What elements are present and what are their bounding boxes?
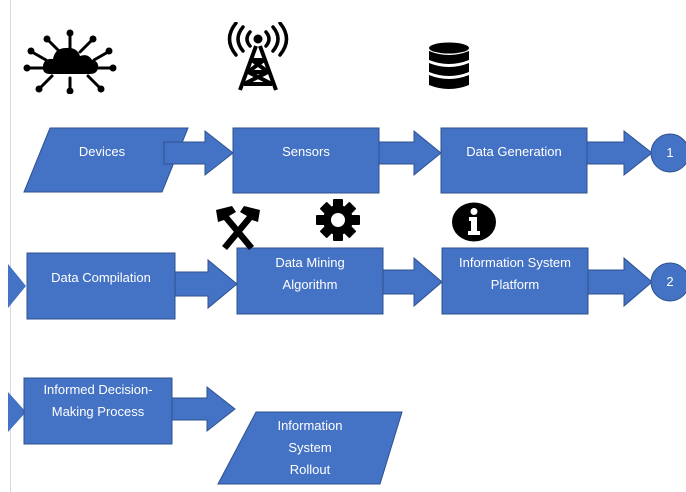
connector-2: 2 [651, 263, 686, 301]
info-platform-label: Information System Platform [459, 255, 571, 292]
arrow-informed-decision-to-rollout [171, 385, 236, 433]
devices-shape [23, 127, 189, 193]
sensors-box: Sensors [233, 128, 379, 176]
radio-tower-icon [227, 22, 289, 91]
devices-box: Devices [40, 128, 164, 176]
info-rollout-label: Information System Rollout [277, 418, 343, 477]
cloud-network-icon [23, 29, 117, 94]
data-mining-box: Data Mining Algorithm [249, 248, 371, 300]
data-compilation-shape [26, 252, 176, 320]
left-border-line [10, 0, 11, 492]
data-generation-label: Data Generation [466, 144, 562, 159]
hammers-icon [216, 206, 260, 250]
connector-1-label: 1 [666, 145, 674, 160]
data-mining-shape [236, 247, 384, 315]
connector-1: 1 [651, 134, 686, 172]
info-rollout-shape [217, 411, 403, 485]
informed-decision-box: Informed Decision-Making Process [30, 377, 166, 425]
info-icon [452, 202, 496, 242]
arrow-data-mining-to-info-platform [382, 256, 443, 308]
connector-2-label: 2 [666, 274, 674, 289]
connector-2-shape [650, 262, 686, 302]
informed-decision-shape [23, 377, 173, 445]
left-edge-arrow-row3 [8, 392, 26, 432]
gear-icon [316, 199, 360, 241]
data-mining-label: Data Mining Algorithm [275, 255, 345, 292]
info-rollout-box: Information System Rollout [270, 414, 350, 482]
connector-1-shape [650, 133, 686, 173]
data-generation-shape [440, 127, 588, 194]
sensors-shape [232, 127, 380, 194]
database-icon [429, 42, 469, 89]
devices-label: Devices [78, 144, 126, 159]
data-compilation-label: Data Compilation [51, 270, 151, 285]
arrow-info-platform-to-connector-2 [587, 256, 653, 308]
info-platform-box: Information System Platform [442, 248, 588, 300]
arrow-sensors-to-data-generation [378, 129, 442, 177]
info-platform-shape [441, 247, 589, 315]
sensors-label: Sensors [282, 144, 330, 159]
informed-decision-label: Informed Decision-Making Process [43, 382, 153, 419]
data-compilation-box: Data Compilation [27, 253, 175, 303]
arrow-data-compilation-to-data-mining [174, 258, 238, 310]
arrow-devices-to-sensors [163, 129, 234, 177]
arrow-data-generation-to-connector-1 [586, 129, 653, 177]
data-generation-box: Data Generation [441, 128, 587, 176]
left-edge-arrow-row2 [8, 264, 26, 308]
